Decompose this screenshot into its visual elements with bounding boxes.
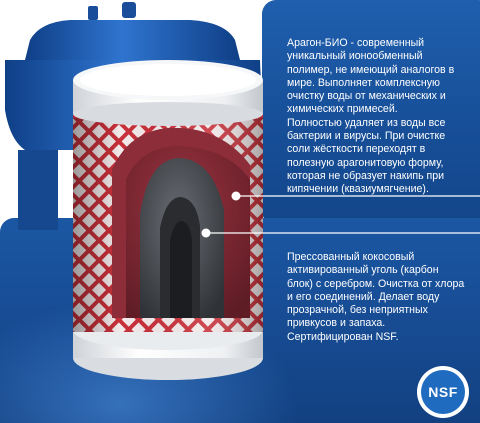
carbon-layer-description: Прессованный кокосовый активированный уг…	[287, 251, 465, 344]
callout-leader-polymer	[231, 191, 480, 201]
nsf-badge-label: NSF	[421, 370, 465, 414]
polymer-layer-description: Арагон-БИО - современный уникальный ионо…	[287, 37, 465, 197]
cartridge-top-cap	[73, 60, 263, 126]
carbon-description-paragraph: Прессованный кокосовый активированный уг…	[287, 251, 465, 343]
callout-leader-carbon	[201, 228, 480, 238]
nsf-certification-badge: NSF	[417, 366, 469, 418]
polymer-description-paragraph: Полностью удаляет из воды все бактерии и…	[287, 116, 446, 196]
polymer-description-paragraph: Арагон-БИО - современный уникальный ионо…	[287, 37, 455, 116]
cartridge-cutaway	[112, 128, 250, 318]
description-panel-top	[262, 0, 480, 225]
